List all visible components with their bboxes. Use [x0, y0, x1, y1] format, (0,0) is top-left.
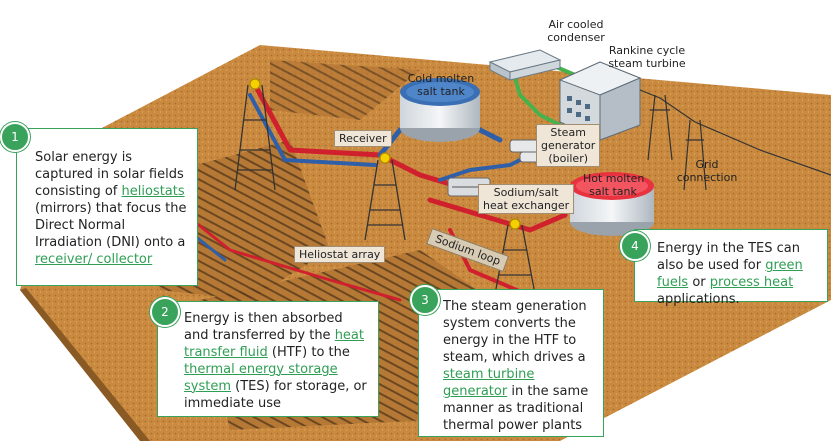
- ground-edge: [20, 288, 150, 441]
- hot-salt-tank: [570, 172, 654, 236]
- callout-4-text: Energy in the TES can also be used for g…: [657, 240, 821, 308]
- callout-2: Energy is then absorbed and transferred …: [157, 301, 379, 417]
- callout-text-segment: Solar energy is captured in solar fields…: [35, 150, 184, 199]
- callout-text-segment: or: [688, 275, 710, 290]
- highlight-term: heat transfer fluid: [184, 328, 364, 360]
- callout-text-segment: The steam generation system converts the…: [443, 299, 587, 365]
- callout-text-segment: Energy is then absorbed and transferred …: [184, 311, 343, 343]
- callout-2-badge: 2: [150, 297, 180, 327]
- callout-text-segment: (TES) for storage, or immediate use: [184, 379, 367, 411]
- label-receiver: Receiver: [334, 130, 392, 147]
- label-air-cooled-condenser: Air cooled condenser: [547, 18, 605, 44]
- callout-4-badge: 4: [620, 231, 650, 261]
- callout-3-badge: 3: [410, 285, 440, 315]
- callout-text-segment: applications.: [657, 292, 740, 307]
- label-steam-generator: Steam generator (boiler): [536, 124, 601, 167]
- callout-1-badge: 1: [0, 122, 30, 152]
- turbine-building: [558, 61, 642, 141]
- callout-text-segment: in the same manner as traditional therma…: [443, 384, 589, 433]
- label-heat-exchanger: Sodium/salt heat exchanger: [478, 184, 575, 214]
- label-grid-connection: Grid connection: [676, 158, 738, 184]
- callout-1: Solar energy is captured in solar fields…: [16, 128, 198, 286]
- callout-3: The steam generation system converts the…: [418, 289, 604, 437]
- callout-text-segment: Energy in the TES can also be used for: [657, 241, 800, 273]
- label-heliostat-array: Heliostat array: [294, 246, 386, 263]
- highlight-term: green fuels: [657, 258, 803, 290]
- solar-tower-center: [364, 152, 406, 241]
- label-rankine-steam-turbine: Rankine cycle steam turbine: [608, 44, 686, 70]
- cold-salt-tank: [400, 78, 480, 142]
- callout-4: Energy in the TES can also be used for g…: [634, 229, 828, 307]
- highlight-term: steam turbine generator: [443, 367, 535, 399]
- highlight-term: receiver/ collector: [35, 252, 153, 267]
- highlight-term: process heat: [709, 275, 794, 290]
- label-cold-salt-tank: Cold molten salt tank: [407, 72, 475, 98]
- condenser-unit: [488, 49, 562, 81]
- highlight-term: heliostats: [121, 184, 185, 199]
- callout-text-segment: (HTF) to the: [267, 345, 350, 360]
- highlight-term: thermal energy storage system: [184, 362, 338, 394]
- power-pylons: [639, 89, 831, 191]
- heliostat-field-top: [270, 60, 420, 120]
- solar-tower-left: [234, 78, 276, 191]
- callout-2-text: Energy is then absorbed and transferred …: [184, 310, 368, 412]
- callout-text-segment: (mirrors) that focus the Direct Normal I…: [35, 201, 187, 250]
- callout-3-text: The steam generation system converts the…: [443, 298, 595, 434]
- label-hot-salt-tank: Hot molten salt tank: [583, 172, 645, 198]
- callout-1-text: Solar energy is captured in solar fields…: [35, 149, 187, 268]
